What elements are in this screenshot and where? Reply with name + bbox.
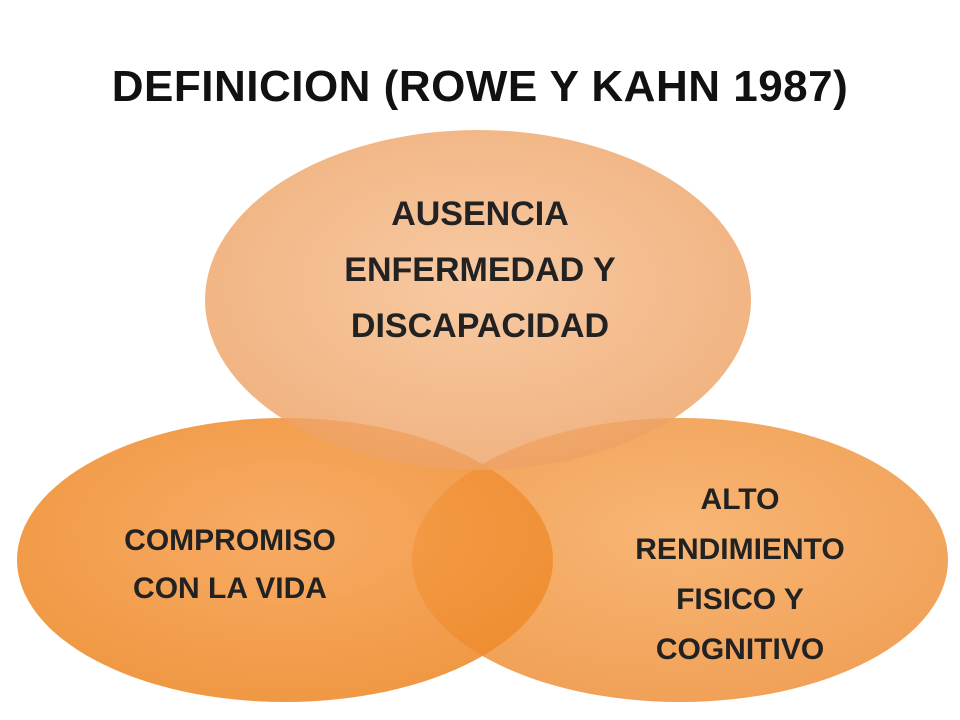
label-line: AUSENCIA — [391, 195, 569, 233]
label-line: ENFERMEDAD Y — [344, 251, 616, 289]
label-line: FISICO Y — [676, 583, 804, 616]
label-line: COGNITIVO — [655, 633, 825, 666]
label-compromiso: COMPROMISO CON LA VIDA — [60, 510, 400, 620]
label-line: ALTO — [700, 483, 780, 516]
label-alto-rendimiento: ALTO RENDIMIENTO FISICO Y COGNITIVO — [560, 470, 920, 680]
label-ausencia-enfermedad: AUSENCIA ENFERMEDAD Y DISCAPACIDAD — [250, 180, 710, 360]
label-line: DISCAPACIDAD — [350, 307, 610, 345]
ellipse-ausencia-enfermedad — [205, 130, 751, 470]
slide-title: DEFINICION (ROWE Y KAHN 1987) — [111, 62, 849, 111]
label-line: RENDIMIENTO — [635, 533, 845, 566]
label-line: CON LA VIDA — [133, 572, 327, 605]
label-line: COMPROMISO — [124, 524, 336, 557]
ellipse-alto-rendimiento — [412, 418, 948, 702]
ellipse-compromiso — [17, 418, 553, 702]
